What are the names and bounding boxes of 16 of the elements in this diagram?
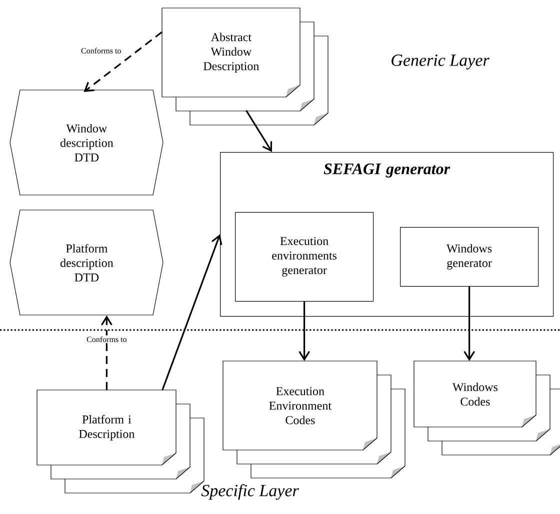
document-stack: Execution Environment Codes	[222, 360, 406, 478]
arrow	[246, 110, 272, 152]
edge-label: Conforms to	[86, 335, 128, 344]
arrow	[162, 234, 222, 390]
document-stack: Windows Codes	[414, 360, 560, 456]
arrow	[464, 286, 475, 361]
arrow	[84, 31, 162, 92]
hexagon-box: Window description DTD	[10, 90, 164, 196]
hexagon-box: Platform description DTD	[10, 210, 164, 316]
process-box: Windows generator	[400, 227, 539, 287]
arrow	[298, 302, 310, 361]
arrow	[101, 315, 112, 390]
layer-label: Generic Layer	[392, 54, 490, 70]
process-box: Execution environments generator	[235, 212, 374, 302]
edge-label: Conforms to	[81, 48, 121, 54]
document-stack: Abstract Window Description	[162, 8, 328, 126]
